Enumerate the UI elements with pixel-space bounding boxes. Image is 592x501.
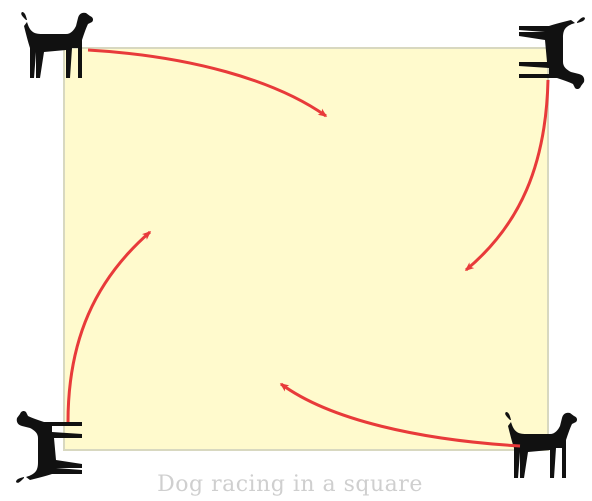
square-region — [63, 47, 549, 451]
figure-caption: Dog racing in a square — [157, 472, 423, 497]
arrow-right-icon — [464, 79, 550, 272]
arrow-bottom-icon — [279, 382, 521, 448]
arrow-left-icon — [66, 230, 152, 423]
arrow-top-icon — [87, 48, 328, 118]
